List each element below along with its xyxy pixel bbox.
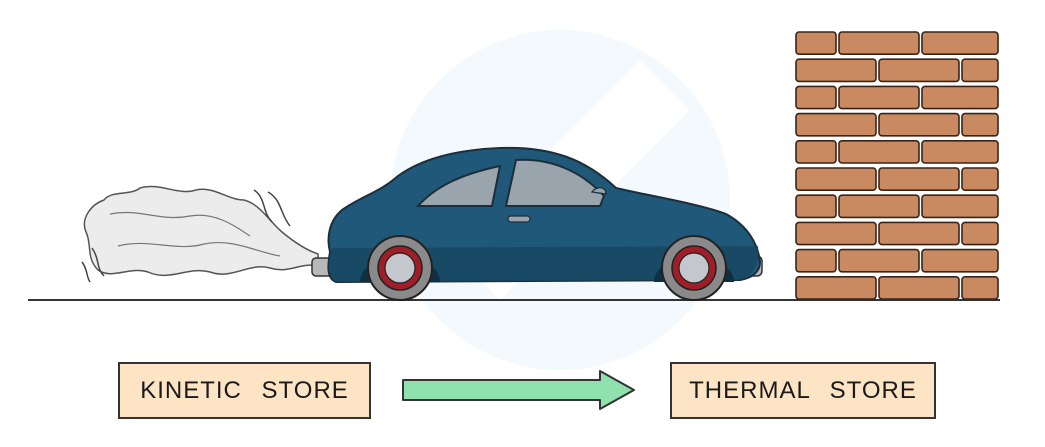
brick	[921, 140, 999, 164]
kinetic-store-box: KINETIC STORE	[118, 362, 371, 419]
brick	[795, 248, 837, 273]
brick	[961, 112, 999, 137]
exhaust-smoke-icon	[81, 185, 319, 283]
brick	[878, 58, 960, 83]
brick	[878, 167, 960, 192]
brick	[795, 31, 837, 56]
brick-wall-icon	[795, 31, 999, 300]
brick	[961, 221, 999, 246]
brick	[961, 167, 999, 192]
brick	[878, 221, 960, 246]
brick	[838, 85, 920, 110]
brick	[878, 112, 960, 137]
brick	[838, 31, 920, 56]
brick	[838, 140, 920, 164]
brick	[921, 194, 999, 219]
brick	[795, 85, 837, 110]
brick	[961, 58, 999, 83]
thermal-store-box: THERMAL STORE	[670, 362, 936, 419]
thermal-store-label: THERMAL STORE	[689, 376, 917, 404]
brick	[795, 221, 877, 246]
brick	[921, 248, 999, 273]
brick	[838, 248, 920, 273]
brick	[921, 31, 999, 56]
rear-wheel	[367, 235, 433, 301]
kinetic-store-label: KINETIC STORE	[140, 376, 349, 404]
brick	[795, 275, 877, 300]
car-icon	[311, 146, 763, 301]
brick	[795, 167, 877, 192]
brick	[795, 58, 877, 83]
brick	[921, 85, 999, 110]
brick	[795, 140, 837, 164]
brick	[961, 275, 999, 300]
transfer-arrow-icon	[402, 370, 635, 410]
brick	[878, 275, 960, 300]
brick	[838, 194, 920, 219]
brick	[795, 112, 877, 137]
front-wheel	[661, 235, 727, 301]
brick	[795, 194, 837, 219]
